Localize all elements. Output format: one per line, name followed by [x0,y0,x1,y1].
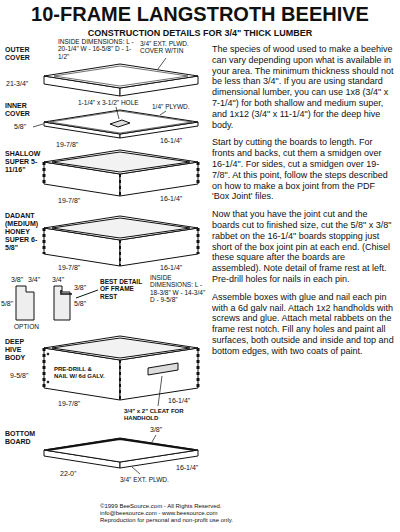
dimension-label: 3/4" EXT. PLWD. COVER W/TIN [140,40,200,55]
dimension-label: 16-1/4" [160,264,190,272]
dimension-label: 1-1/4" x 3-1/2" HOLE [78,99,150,106]
dimension-label: Reproduction for personal and non-profit… [100,517,400,524]
body-text: Start by cutting the boards to length. F… [212,137,394,202]
dimension-label: 3/8" [11,276,27,284]
bottom-board-drawing [44,438,198,468]
dimension-label: INSIDE DIMENSIONS: L - 20-1/4" W - 16-5/… [58,38,136,60]
dimension-label: 19-7/8" [56,141,86,149]
dimension-label: info@beesource.com - www.beesource.com [100,510,400,517]
dimension-label: INSIDE DIMENSIONS: L - 18-3/8" W - 14-3/… [150,274,210,304]
dimension-label: 16-1/4" [160,137,190,145]
dimension-label: OPTION [14,323,48,330]
dimension-label: 21-3/4" [6,80,40,88]
dimension-label: 5/8" [1,300,16,308]
dimension-label: 19-7/8" [58,400,88,408]
dimension-label: 16-1/4" [168,397,198,405]
dimension-label: BEST DETAIL OF FRAME REST [100,278,146,300]
dimension-label: DADANT (MEDIUM) HONEY SUPER 6-5/8" [5,212,43,252]
inner-cover-drawing [44,110,198,138]
dimension-label: 3/4" x 2" CLEAT FOR HANDHOLD [124,408,202,422]
dimension-label: 5/8" [74,300,90,308]
dimension-label: 3/4" [28,276,44,284]
body-text: The species of wood used to make a beehi… [212,44,394,130]
body-text: Assemble boxes with glue and nail each p… [212,292,394,357]
dimension-label: SHALLOW SUPER 5-11/16" [5,150,42,174]
dimension-label: 1/4" PLYWD. [152,103,202,110]
dimension-label: 16-1/4" [176,464,206,472]
dimension-label: OUTER COVER [5,46,41,62]
dimension-label: ©1999 BeeSource.com - All Rights Reserve… [100,503,400,510]
dimension-label: 9-5/8" [10,372,38,380]
dimension-label: DEEP HIVE BODY [5,338,42,362]
dimension-label: 3/4" [52,276,68,284]
dimension-label: 22-0" [60,470,86,478]
medium-super-drawing [44,216,198,266]
dimension-label: 3/8" [150,426,170,434]
dimension-label: INNER COVER [5,102,41,118]
page-title: 10-FRAME LANGSTROTH BEEHIVE [0,3,400,25]
dimension-label: 19-7/8" [58,197,88,205]
dimension-label: BOTTOM BOARD [5,430,42,446]
dimension-label: 19-7/8" [58,264,88,272]
dimension-label: 16-1/4" [160,195,190,203]
shallow-super-drawing [44,150,198,196]
body-text: Now that you have the joint cut and the … [212,209,394,285]
dimension-label: 3/8" [74,284,90,292]
frame-rest-detail [16,286,98,320]
subtitle: CONSTRUCTION DETAILS FOR 3/4" THICK LUMB… [0,28,400,38]
dimension-label: 5/8" [14,123,34,131]
dimension-label: 3/4" EXT. PLWD. [120,476,190,483]
deep-body-drawing [44,336,198,400]
dimension-label: PRE-DRILL & NAIL W/ 6d GALV. [54,366,106,380]
outer-cover-drawing [44,64,198,96]
